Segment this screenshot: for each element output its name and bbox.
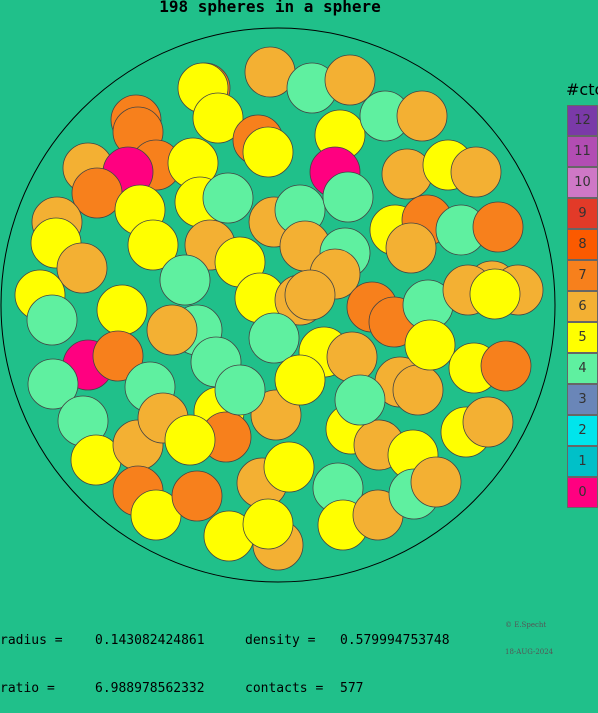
sphere <box>192 92 244 144</box>
legend-title: #ctc <box>566 80 598 99</box>
legend-entry-10: 10 <box>567 167 598 198</box>
sphere <box>410 456 462 508</box>
sphere <box>164 414 216 466</box>
sphere <box>472 201 524 253</box>
stat-row-1: radius = 0.143082424861 density = 0.5799… <box>0 633 450 649</box>
density-value: 0.579994753748 <box>340 633 450 648</box>
credit-author: © E.Specht <box>505 621 547 629</box>
legend-entry-12: 12 <box>567 105 598 136</box>
credit-date: 18-AUG-2024 <box>505 648 554 656</box>
sphere <box>242 126 294 178</box>
density-label: density = <box>245 633 316 648</box>
contacts-value: 577 <box>340 681 364 696</box>
legend-entry-3: 3 <box>567 384 598 415</box>
sphere <box>127 219 179 271</box>
sphere <box>242 498 294 550</box>
packing-diagram <box>0 27 556 583</box>
ratio-label: ratio = <box>0 681 55 696</box>
radius-value: 0.143082424861 <box>95 633 205 648</box>
sphere <box>27 358 79 410</box>
legend-entry-7: 7 <box>567 260 598 291</box>
sphere <box>202 172 254 224</box>
sphere <box>96 284 148 336</box>
legend-entry-11: 11 <box>567 136 598 167</box>
legend-entry-0: 0 <box>567 477 598 508</box>
sphere <box>284 269 336 321</box>
sphere <box>263 441 315 493</box>
credit-note: © E.Specht 18-AUG-2024 <box>505 603 553 666</box>
legend-entry-5: 5 <box>567 322 598 353</box>
sphere <box>92 330 144 382</box>
ratio-value: 6.988978562332 <box>95 681 205 696</box>
legend-entry-2: 2 <box>567 415 598 446</box>
radius-label: radius = <box>0 633 63 648</box>
sphere <box>385 222 437 274</box>
sphere <box>480 340 532 392</box>
sphere <box>396 90 448 142</box>
legend-entry-1: 1 <box>567 446 598 477</box>
sphere <box>274 354 326 406</box>
contacts-label: contacts = <box>245 681 324 696</box>
container-sphere-outline <box>0 27 556 583</box>
sphere <box>248 312 300 364</box>
sphere <box>324 54 376 106</box>
sphere <box>462 396 514 448</box>
sphere <box>159 254 211 306</box>
legend-entry-9: 9 <box>567 198 598 229</box>
sphere <box>146 304 198 356</box>
sphere <box>322 171 374 223</box>
sphere <box>214 364 266 416</box>
sphere <box>26 294 78 346</box>
sphere <box>469 268 521 320</box>
stat-row-2: ratio = 6.988978562332 contacts = 577 <box>0 681 450 697</box>
sphere-group <box>14 46 544 571</box>
statistics-panel: radius = 0.143082424861 density = 0.5799… <box>0 601 450 713</box>
sphere <box>392 364 444 416</box>
legend-entry-6: 6 <box>567 291 598 322</box>
legend-entry-4: 4 <box>567 353 598 384</box>
sphere <box>404 319 456 371</box>
sphere <box>334 374 386 426</box>
sphere <box>171 470 223 522</box>
figure-title: 198 spheres in a sphere <box>159 0 381 16</box>
legend-entry-8: 8 <box>567 229 598 260</box>
sphere <box>450 146 502 198</box>
sphere <box>326 331 378 383</box>
sphere <box>56 242 108 294</box>
